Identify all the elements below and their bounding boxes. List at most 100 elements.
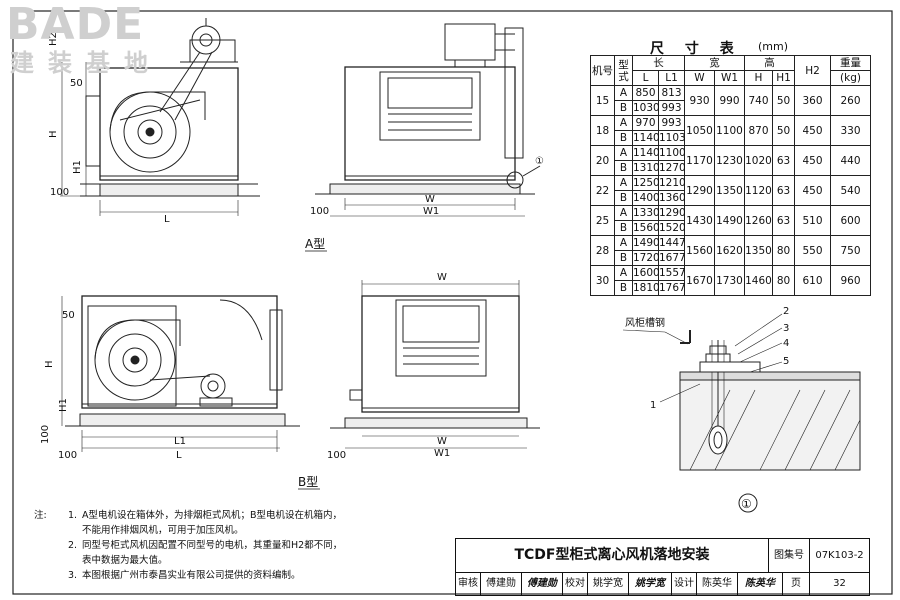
cell-l1-b: 1360: [658, 190, 686, 206]
note-number: 1.: [68, 510, 78, 521]
part-3-label: 3: [783, 323, 789, 334]
cell-h1: 63: [772, 205, 795, 236]
steel-channel-label: 风柜槽钢: [625, 316, 665, 329]
cell-h1: 80: [772, 235, 795, 266]
hdr-weight: 重量: [830, 55, 871, 71]
cell-l-b: 1140: [632, 130, 660, 146]
table-unit: (mm): [758, 40, 789, 53]
cell-h: 1260: [744, 205, 773, 236]
part-2-label: 2: [783, 306, 789, 317]
hdr-width: 宽: [684, 55, 745, 71]
hdr-weight-unit: (kg): [830, 70, 871, 86]
dim-h1-b: H1: [58, 398, 69, 412]
cell-l-b: 1400: [632, 190, 660, 206]
cell-l1-b: 1520: [658, 220, 686, 236]
cell-h: 740: [744, 85, 773, 116]
notes: 注:1.A型电机设在箱体外，为排烟柜式风机；B型电机设在机箱内，不能用作排烟风机…: [34, 508, 434, 583]
checker-name: 姚学宽: [588, 573, 629, 595]
reviewer-name: 傅建勋: [481, 573, 522, 595]
logo-chinese: 建装基地: [10, 49, 162, 77]
note-number: 2.: [68, 540, 78, 551]
cell-w: 1050: [684, 115, 715, 146]
cell-type-a: A: [614, 175, 633, 191]
cell-h2: 610: [794, 265, 831, 296]
cell-h: 1460: [744, 265, 773, 296]
cell-l-a: 1250: [632, 175, 660, 191]
cell-l-b: 1030: [632, 100, 660, 116]
view-a-label: A型: [305, 237, 325, 251]
dimension-table: 机号 型式 长 宽 高 H2 重量 L L1 W W1 H H1 (kg) 15…: [590, 55, 871, 296]
detail-anchor: [622, 313, 861, 513]
note-line: 注:1.A型电机设在箱体外，为排烟柜式风机；B型电机设在机箱内，: [34, 508, 434, 523]
cell-l1-a: 1447: [658, 235, 686, 251]
note-text: 不能用作排烟风机，可用于加压风机。: [82, 525, 244, 536]
cell-l1-a: 813: [658, 85, 685, 101]
dim-100-a: 100: [50, 187, 69, 198]
cell-model: 25: [590, 205, 615, 236]
hdr-l: L: [632, 70, 659, 86]
cell-l-a: 850: [632, 85, 659, 101]
dim-w-b-top: W: [437, 272, 447, 283]
note-line: 3.本图根据广州市泰昌实业有限公司提供的资料编制。: [34, 568, 434, 583]
cell-type-b: B: [614, 130, 633, 146]
checker-signature: 姚学宽: [629, 573, 672, 595]
designer-signature: 陈英华: [738, 573, 783, 595]
review-label: 审核: [456, 573, 481, 595]
hdr-h2: H2: [794, 55, 831, 86]
part-5-label: 5: [783, 356, 789, 367]
dim-100-b-side: 100: [58, 450, 77, 461]
part-1-label: 1: [650, 400, 656, 411]
cell-type-a: A: [614, 145, 633, 161]
cell-h2: 450: [794, 145, 831, 176]
note-text: A型电机设在箱体外，为排烟柜式风机；B型电机设在机箱内，: [82, 510, 343, 521]
dim-100-b-front: 100: [327, 450, 346, 461]
cell-h1: 80: [772, 265, 795, 296]
cell-h2: 450: [794, 115, 831, 146]
cell-type-a: A: [614, 235, 633, 251]
cell-h2: 510: [794, 205, 831, 236]
hdr-model: 机号: [590, 55, 615, 86]
hdr-length: 长: [632, 55, 685, 71]
cell-h1: 63: [772, 145, 795, 176]
cell-type-b: B: [614, 100, 633, 116]
cell-w1: 1490: [714, 205, 745, 236]
view-a-front: [315, 23, 541, 217]
page-label: 页: [783, 573, 810, 595]
note-line: 表中数据为最大值。: [34, 553, 434, 568]
dim-w-b: W: [437, 436, 447, 447]
cell-w1: 1350: [714, 175, 745, 206]
cell-l-b: 1560: [632, 220, 660, 236]
cell-type-b: B: [614, 220, 633, 236]
view-a-side-dim-labels: H2 50 H H1 100 L: [48, 32, 170, 225]
cell-h2: 450: [794, 175, 831, 206]
cell-w: 1560: [684, 235, 715, 266]
title-block: TCDF型柜式离心风机落地安装 图集号 07K103-2 审核 傅建勋 傅建勋 …: [455, 538, 870, 596]
cell-l-a: 970: [632, 115, 659, 131]
cell-w1: 1620: [714, 235, 745, 266]
cell-h: 1020: [744, 145, 773, 176]
cell-l1-a: 993: [658, 115, 685, 131]
detail-number: ①: [741, 497, 752, 511]
cell-l1-b: 1270: [658, 160, 686, 176]
cell-weight: 750: [830, 235, 871, 266]
dim-h-a: H: [48, 130, 59, 138]
cell-h2: 360: [794, 85, 831, 116]
hdr-height: 高: [744, 55, 795, 71]
cell-model: 22: [590, 175, 615, 206]
hdr-l1: L1: [658, 70, 685, 86]
cell-w: 1170: [684, 145, 715, 176]
cell-l1-b: 1677: [658, 250, 686, 266]
reviewer-signature: 傅建勋: [522, 573, 563, 595]
dim-l-b: L: [176, 450, 182, 461]
cell-h1: 63: [772, 175, 795, 206]
table-title: 尺 寸 表: [650, 41, 742, 57]
dim-w-a: W: [425, 194, 435, 205]
cell-weight: 440: [830, 145, 871, 176]
